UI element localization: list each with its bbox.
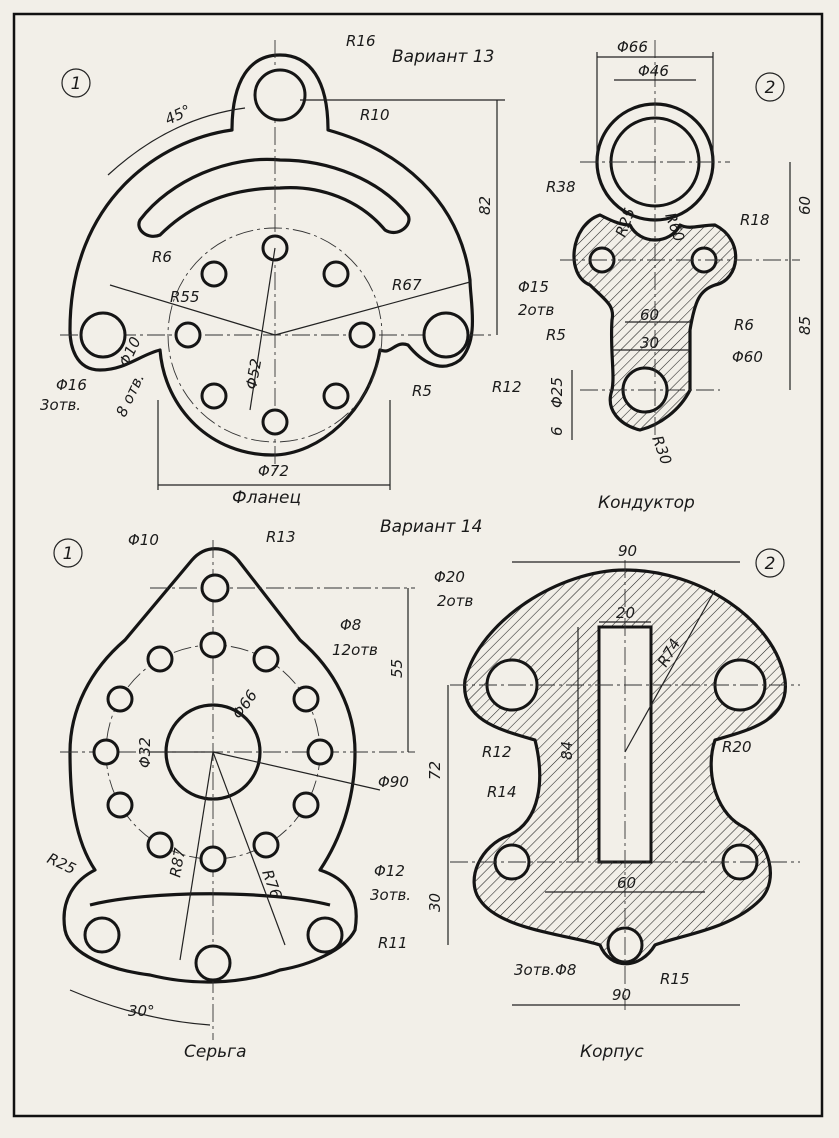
svg-text:90: 90 <box>618 542 637 560</box>
serga-bolt-holes <box>92 631 334 873</box>
sheet-number-circle <box>755 72 785 102</box>
konduktor-drawing: 2 Φ66 Φ46 R38 R25 R60 R18 60 Φ15 2отв 60… <box>518 38 814 513</box>
svg-text:2: 2 <box>765 554 776 574</box>
caption-korpus: Корпус <box>580 1042 644 1062</box>
svg-text:Φ20: Φ20 <box>434 568 465 586</box>
svg-text:12отв: 12отв <box>332 641 378 659</box>
svg-text:Φ16: Φ16 <box>56 376 87 394</box>
svg-text:R13: R13 <box>266 528 296 546</box>
svg-text:R15: R15 <box>660 970 690 988</box>
flanets-right-hole <box>422 311 470 359</box>
svg-text:R5: R5 <box>412 382 432 400</box>
sheet-number: 1 <box>71 74 82 94</box>
svg-text:R16: R16 <box>346 32 376 50</box>
svg-text:Φ25: Φ25 <box>548 377 566 408</box>
svg-text:20: 20 <box>616 604 635 622</box>
serga-outline <box>62 547 358 984</box>
caption-flanets: Фланец <box>232 488 301 508</box>
flanets-arc-slot <box>137 157 411 238</box>
svg-text:R20: R20 <box>722 738 752 756</box>
svg-text:R18: R18 <box>740 211 770 229</box>
caption-serga: Серьга <box>184 1042 247 1062</box>
svg-text:R12: R12 <box>482 743 512 761</box>
svg-text:Φ15: Φ15 <box>518 278 549 296</box>
svg-text:55: 55 <box>388 659 406 678</box>
svg-text:Φ66: Φ66 <box>229 687 261 723</box>
svg-text:30: 30 <box>426 893 444 912</box>
svg-text:R10: R10 <box>360 106 390 124</box>
flanets-outline <box>68 53 475 457</box>
svg-text:8 отв.: 8 отв. <box>112 371 148 420</box>
svg-text:Φ66: Φ66 <box>617 38 648 56</box>
svg-text:R14: R14 <box>487 783 517 801</box>
svg-text:60: 60 <box>796 196 814 215</box>
svg-text:3отв.: 3отв. <box>40 396 81 414</box>
flanets-top-hole <box>253 68 307 122</box>
korpus-drawing: 2 90 Φ20 2отв 20 R74 84 R12 R20 72 R14 6… <box>426 542 800 1062</box>
caption-konduktor: Кондуктор <box>598 493 695 513</box>
svg-text:Φ90: Φ90 <box>378 773 409 791</box>
svg-text:6: 6 <box>548 426 566 436</box>
svg-text:R25: R25 <box>44 849 78 878</box>
serga-drawing: 1 Φ10 R13 Φ8 12отв 55 <box>44 528 415 1062</box>
sheet-frame <box>12 12 824 1118</box>
svg-text:2отв: 2отв <box>437 592 473 610</box>
svg-text:R12: R12 <box>492 378 522 396</box>
flanets-bolt-holes <box>174 234 376 436</box>
sheet-number-circle <box>61 68 91 98</box>
svg-text:2отв: 2отв <box>518 301 554 319</box>
svg-text:30°: 30° <box>128 1002 155 1020</box>
svg-text:R87: R87 <box>166 846 189 879</box>
svg-text:Φ72: Φ72 <box>258 462 289 480</box>
svg-text:30: 30 <box>640 334 659 352</box>
svg-text:R6: R6 <box>734 316 754 334</box>
svg-text:2: 2 <box>765 78 776 98</box>
svg-text:45°: 45° <box>162 101 194 129</box>
svg-text:84: 84 <box>558 741 576 760</box>
svg-text:Φ12: Φ12 <box>374 862 405 880</box>
svg-text:60: 60 <box>640 306 659 324</box>
svg-text:60: 60 <box>617 874 636 892</box>
svg-text:Φ46: Φ46 <box>638 62 669 80</box>
svg-text:R11: R11 <box>378 934 408 952</box>
svg-text:R6: R6 <box>152 248 172 266</box>
svg-text:85: 85 <box>796 316 814 335</box>
svg-text:1: 1 <box>63 544 74 564</box>
svg-text:R5: R5 <box>546 326 566 344</box>
svg-text:R55: R55 <box>170 288 200 306</box>
svg-text:Φ60: Φ60 <box>732 348 763 366</box>
svg-text:Φ52: Φ52 <box>242 357 265 391</box>
svg-text:72: 72 <box>426 761 444 780</box>
svg-text:R30: R30 <box>648 433 675 467</box>
svg-text:R38: R38 <box>546 178 576 196</box>
svg-text:90: 90 <box>612 986 631 1004</box>
variant-title: Вариант 14 <box>380 517 482 537</box>
svg-text:Φ32: Φ32 <box>136 737 154 768</box>
flanets-drawing: 1 Вариант 13 R16 R10 45° 82 <box>40 32 522 508</box>
flanets-left-hole <box>79 311 127 359</box>
svg-text:R67: R67 <box>392 276 422 294</box>
svg-text:Φ8: Φ8 <box>340 616 361 634</box>
svg-text:82: 82 <box>476 196 494 215</box>
variant-title: Вариант 13 <box>392 47 494 67</box>
svg-text:Φ10: Φ10 <box>128 531 159 549</box>
svg-text:3отв.: 3отв. <box>370 886 411 904</box>
svg-text:3отв.Φ8: 3отв.Φ8 <box>514 961 576 979</box>
